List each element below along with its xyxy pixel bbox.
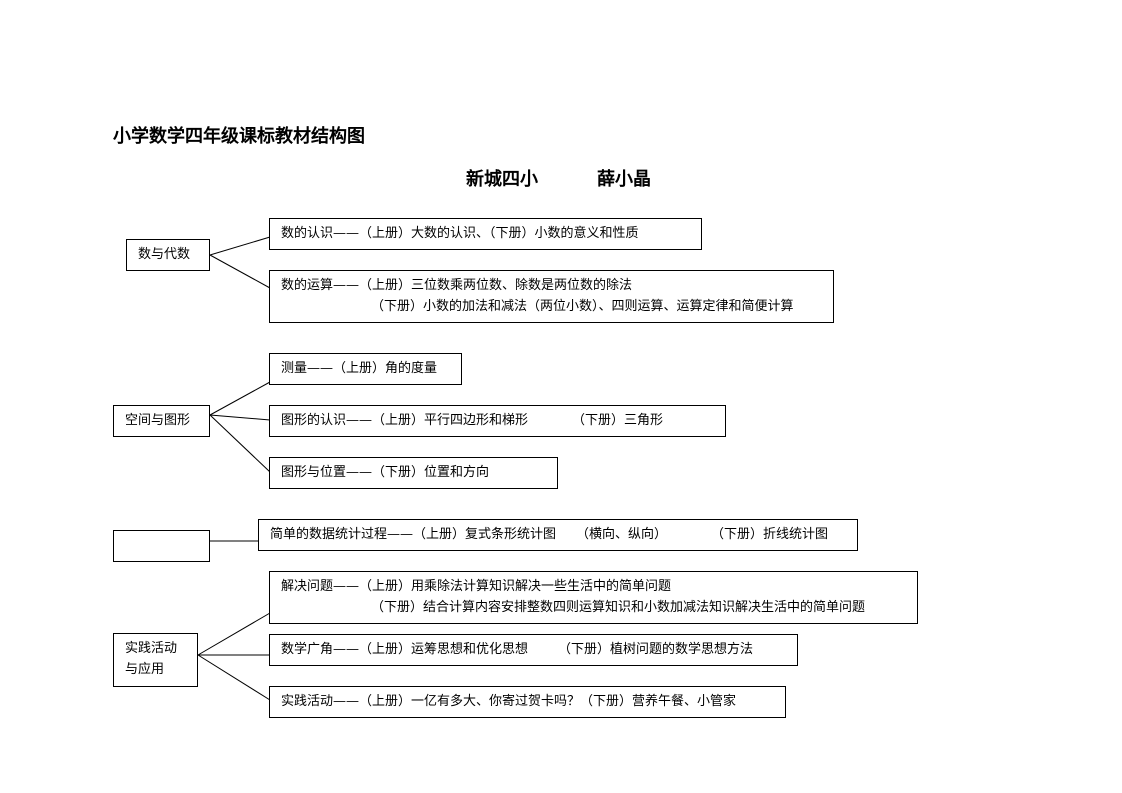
item-text: （下册）小数的加法和减法（两位小数）、四则运算、运算定律和简便计算	[371, 299, 794, 314]
item-text: 图形与位置——（下册）位置和方向	[281, 465, 490, 480]
page-title: 小学数学四年级课标教材结构图	[113, 126, 365, 147]
category-label: 空间与图形	[125, 413, 191, 428]
category-geometry: 空间与图形	[113, 405, 210, 437]
item-text: （下册）折线统计图	[711, 527, 829, 542]
category-statistics	[113, 530, 210, 562]
category-algebra: 数与代数	[126, 239, 210, 271]
item-text: 实践活动——（上册）一亿有多大、你寄过贺卡吗？	[281, 694, 581, 709]
item-problem-solving: 解决问题——（上册）用乘除法计算知识解决一些生活中的简单问题 （下册）结合计算内…	[269, 571, 918, 624]
item-math-wide-angle: 数学广角——（上册）运筹思想和优化思想 （下册）植树问题的数学思想方法	[269, 634, 798, 666]
item-text: 数的运算——（上册）三位数乘两位数、除数是两位数的除法	[281, 278, 633, 293]
item-text: （下册）结合计算内容安排整数四则运算知识和小数加减法知识解决生活中的简单问题	[371, 600, 866, 615]
category-label-line1: 实践活动	[125, 641, 178, 656]
item-text: （下册）三角形	[572, 413, 664, 428]
item-measurement: 测量——（上册）角的度量	[269, 353, 462, 385]
category-practice: 实践活动 与应用	[113, 633, 198, 687]
item-text: 图形的认识——（上册）平行四边形和梯形	[281, 413, 529, 428]
author-name: 薛小晶	[597, 169, 651, 190]
item-text: （下册）植树问题的数学思想方法	[558, 642, 754, 657]
item-shape-concepts: 图形的认识——（上册）平行四边形和梯形 （下册）三角形	[269, 405, 726, 437]
item-text: 测量——（上册）角的度量	[281, 361, 438, 376]
item-text: 数学广角——（上册）运筹思想和优化思想	[281, 642, 529, 657]
item-text: 简单的数据统计过程——（上册）复式条形统计图	[270, 527, 557, 542]
category-label-line2: 与应用	[125, 662, 165, 677]
item-text: 数的认识——（上册）大数的认识、（下册）小数的意义和性质	[281, 226, 639, 241]
item-statistics-process: 简单的数据统计过程——（上册）复式条形统计图 （横向、纵向） （下册）折线统计图	[258, 519, 858, 551]
item-text: （横向、纵向）	[576, 527, 668, 542]
item-text: （下册）营养午餐、小管家	[580, 694, 737, 709]
item-shape-position: 图形与位置——（下册）位置和方向	[269, 457, 558, 489]
category-label: 数与代数	[138, 247, 191, 262]
author-school: 新城四小	[466, 169, 538, 190]
item-text: 解决问题——（上册）用乘除法计算知识解决一些生活中的简单问题	[281, 579, 672, 594]
item-number-operations: 数的运算——（上册）三位数乘两位数、除数是两位数的除法 （下册）小数的加法和减法…	[269, 270, 834, 323]
item-practice-activities: 实践活动——（上册）一亿有多大、你寄过贺卡吗？（下册）营养午餐、小管家	[269, 686, 786, 718]
item-number-concepts: 数的认识——（上册）大数的认识、（下册）小数的意义和性质	[269, 218, 702, 250]
